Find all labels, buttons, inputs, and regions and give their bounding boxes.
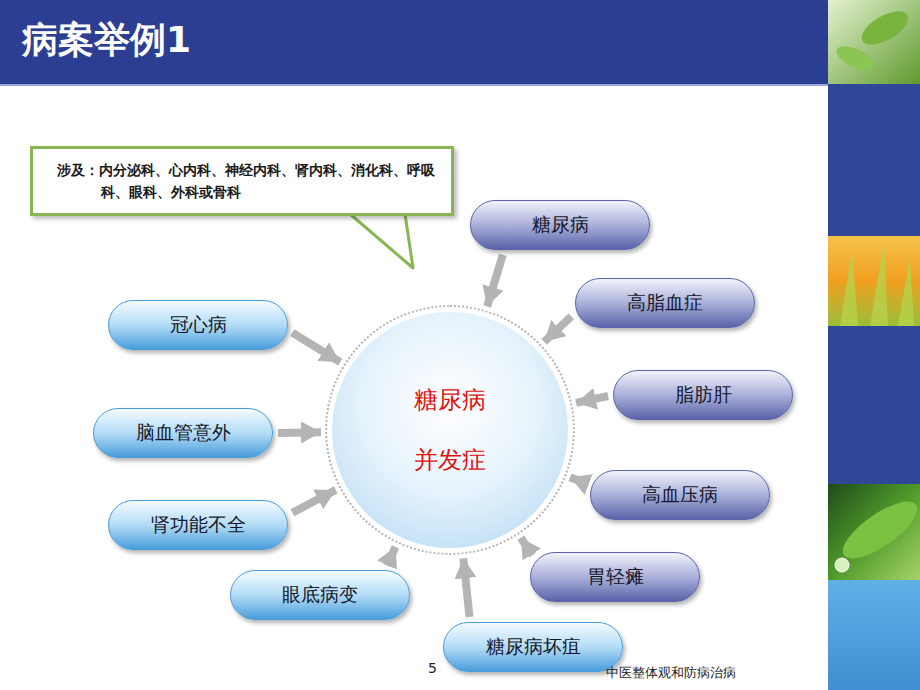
condition-pill: 糖尿病坏疽 (443, 622, 623, 672)
node-text: 脑血管意外 (136, 420, 231, 446)
condition-pill: 高血压病 (590, 470, 770, 520)
arrow-connector (292, 333, 340, 363)
node-text: 脂肪肝 (675, 382, 732, 408)
condition-pill: 肾功能不全 (108, 500, 288, 550)
node-text: 糖尿病坏疽 (486, 634, 581, 660)
slide-title: 病案举例1 (22, 18, 191, 62)
arrow-connector (278, 428, 321, 437)
side-photo (828, 0, 920, 84)
header-band (0, 0, 828, 84)
page-number: 5 (428, 660, 437, 676)
node-text: 高血压病 (642, 482, 718, 508)
footer-text: 中医整体观和防病治病 (606, 664, 736, 682)
arrow-connector (487, 255, 503, 307)
leaf (833, 41, 877, 74)
condition-pill: 脑血管意外 (93, 408, 273, 458)
condition-pill: 高脂血症 (575, 278, 755, 328)
side-photo (828, 236, 920, 326)
arrow-connector (544, 316, 571, 341)
grass (840, 240, 914, 326)
arrow-connector (570, 477, 585, 483)
side-block (828, 326, 920, 484)
node-text: 眼底病变 (282, 582, 358, 608)
condition-pill: 胃轻瘫 (530, 552, 700, 602)
node-text: 高脂血症 (627, 290, 703, 316)
water-drop (835, 558, 849, 572)
condition-pill: 眼底病变 (230, 570, 410, 620)
arrow-connector (576, 396, 608, 403)
callout-tail (350, 214, 413, 268)
center-circle: 糖尿病 并发症 (325, 305, 575, 555)
header-rule (0, 84, 828, 86)
node-text: 涉及：内分泌科、心内科、神经内科、肾内科、消化科、呼吸科、眼科、外科或骨科 (101, 159, 435, 203)
arrow-connector (387, 547, 396, 566)
node-text: 肾功能不全 (151, 512, 246, 538)
leaf (856, 5, 913, 52)
node-text: 冠心病 (170, 312, 227, 338)
side-block (828, 84, 920, 236)
node-text: 糖尿病 (532, 212, 589, 238)
arrow-connector (463, 558, 469, 617)
arrow-connector (521, 538, 533, 556)
side-block (828, 580, 920, 690)
arrow-connector (292, 490, 335, 513)
node-text: 胃轻瘫 (587, 564, 644, 590)
condition-pill: 糖尿病 (470, 200, 650, 250)
condition-pill: 脂肪肝 (613, 370, 793, 420)
callout-box: 涉及：内分泌科、心内科、神经内科、肾内科、消化科、呼吸科、眼科、外科或骨科 (30, 146, 454, 216)
condition-pill: 冠心病 (108, 300, 288, 350)
leaf (835, 492, 920, 569)
node-text: 糖尿病 并发症 (409, 370, 491, 490)
